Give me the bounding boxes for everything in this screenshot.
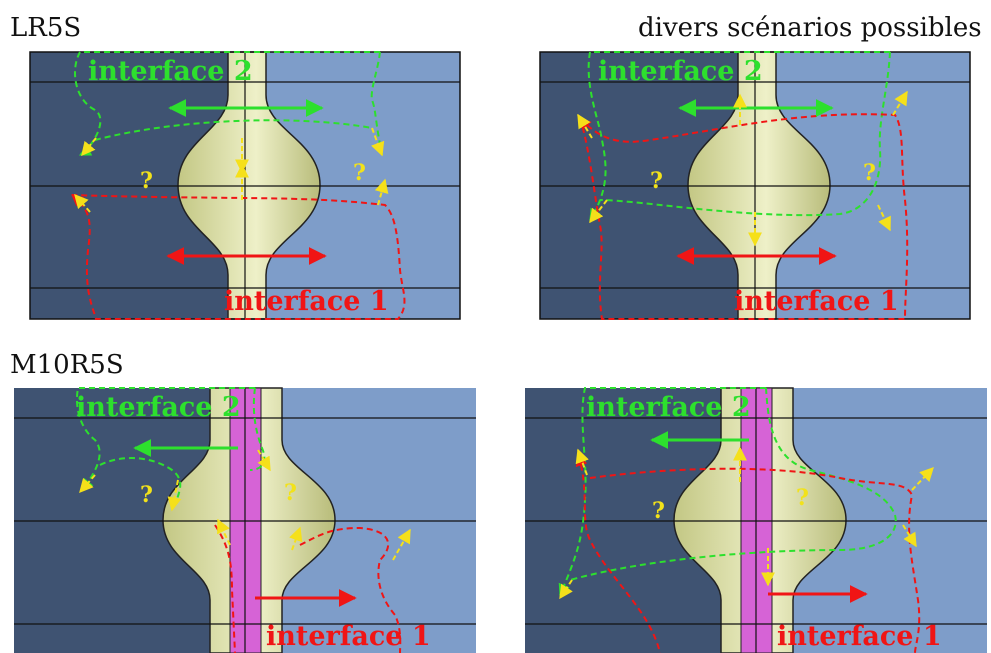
interface-2-label: interface 2 [598, 56, 763, 87]
question-mark: ? [863, 160, 876, 186]
row2-label: M10R5S [10, 350, 124, 380]
row1-label: LR5S [10, 13, 82, 43]
interface-2-label: interface 2 [586, 392, 751, 423]
interface-1-label: interface 1 [734, 286, 899, 317]
panel-top-left: ? ? interface 2 interface 1 [29, 51, 461, 320]
scenarios-label: divers scénarios possibles [638, 13, 982, 43]
question-mark: ? [140, 168, 153, 194]
interface-2-label: interface 2 [76, 392, 241, 423]
panel-bottom-right: ? ? interface 2 interface 1 [525, 387, 987, 653]
panel-top-right: ? ? interface 2 interface 1 [539, 51, 971, 320]
question-mark: ? [140, 482, 153, 508]
panel-bottom-left: ? ? interface 2 interface 1 [14, 387, 476, 653]
question-mark: ? [652, 498, 665, 524]
question-mark: ? [650, 168, 663, 194]
question-mark: ? [796, 485, 809, 511]
question-mark: ? [284, 480, 297, 506]
question-mark: ? [353, 160, 366, 186]
interface-1-label: interface 1 [224, 286, 389, 317]
interface-1-label: interface 1 [266, 621, 431, 652]
interface-1-label: interface 1 [777, 621, 942, 652]
interface-2-label: interface 2 [88, 56, 253, 87]
